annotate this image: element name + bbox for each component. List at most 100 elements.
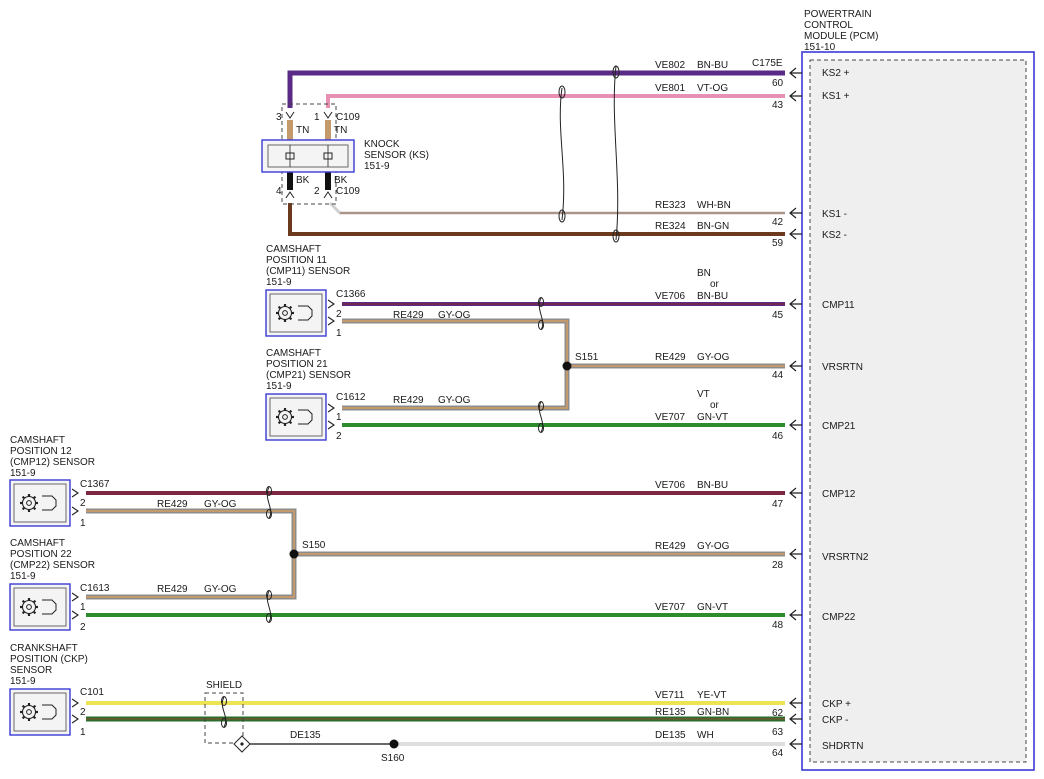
wire-label-ve707a-circuit: VE707 xyxy=(655,412,685,423)
wire-label-re429-cmp12-circuit: RE429 xyxy=(157,499,188,510)
wire-label-re429-cmp11-color: GY-OG xyxy=(438,310,471,321)
pcm-pin-number-63: 63 xyxy=(772,727,784,738)
ckp-title-1: CRANKSHAFT xyxy=(10,643,78,654)
wire-label-re429-cmp22-circuit: RE429 xyxy=(157,584,188,595)
cmp22-sensor: CAMSHAFT POSITION 22 (CMP22) SENSOR 151-… xyxy=(9,538,110,633)
knock-sensor-pin-2: 2 xyxy=(314,186,320,197)
ckp-group: SHIELD S160 VE711 YE-VT RE135 GN-BN DE13… xyxy=(9,643,785,764)
wire-label-re429-cmp22-color: GY-OG xyxy=(204,584,237,595)
cmp22-title-1: CAMSHAFT xyxy=(10,538,65,549)
knock-sensor-pin-3: 3 xyxy=(276,112,282,123)
pcm-pin-number-28: 28 xyxy=(772,560,784,571)
cmp21-body xyxy=(265,393,327,441)
pcm-pin-number-64: 64 xyxy=(772,748,784,759)
cmp21-title-1: CAMSHAFT xyxy=(266,348,321,359)
pcm-pin-ks1-minus: KS1 - xyxy=(822,209,847,220)
wire-re429-cmp22 xyxy=(86,554,297,600)
cmp21-pin-b: 2 xyxy=(336,431,342,442)
wire-label-re429-s150-circuit: RE429 xyxy=(655,541,686,552)
shield-box xyxy=(204,692,244,744)
ckp-pin-a: 2 xyxy=(80,707,86,718)
wire-label-ve802-circuit: VE802 xyxy=(655,60,685,71)
wire-label-ve707a-color: GN-VT xyxy=(697,412,728,423)
cmp12-title-3: (CMP12) SENSOR xyxy=(10,457,95,468)
cmp11-title-4: 151-9 xyxy=(266,277,292,288)
wire-label-ve707a-alt-1: VT xyxy=(697,389,710,400)
cmp11-connector-label: C1366 xyxy=(336,289,366,300)
wire-label-re324-circuit: RE324 xyxy=(655,221,686,232)
knock-sensor-pin-1: 1 xyxy=(314,112,320,123)
wire-label-ve802-color: BN-BU xyxy=(697,60,728,71)
wire-label-de135-color: WH xyxy=(697,730,714,741)
ckp-title-3: SENSOR xyxy=(10,665,52,676)
wire-re324 xyxy=(288,203,785,236)
pcm-title-line-4: 151-10 xyxy=(804,42,836,53)
knock-sensor-pin-4: 4 xyxy=(276,186,282,197)
pcm-pin-number-42: 42 xyxy=(772,217,784,228)
pcm-pin-ckp-minus: CKP - xyxy=(822,715,849,726)
wire-ve801 xyxy=(326,94,785,108)
cmp11-title-3: (CMP11) SENSOR xyxy=(266,266,350,277)
cmp11-body xyxy=(265,289,327,337)
pcm-module-inner xyxy=(809,59,1027,763)
knock-sensor-color-bk-2: BK xyxy=(334,175,348,186)
pcm-pin-number-43: 43 xyxy=(772,100,784,111)
pcm-title-line-2: CONTROL xyxy=(804,20,853,31)
wire-label-re135-color: GN-BN xyxy=(697,707,729,718)
cmp12-pin-b: 1 xyxy=(80,518,86,529)
twist-marker-a xyxy=(559,87,565,221)
cmp21-title-4: 151-9 xyxy=(266,381,292,392)
wire-ve802 xyxy=(287,70,785,108)
pcm-pin-vrsrtn2: VRSRTN2 xyxy=(822,552,869,563)
pcm-pin-number-59: 59 xyxy=(772,238,784,249)
wire-label-re429-cmp21-color: GY-OG xyxy=(438,395,471,406)
pcm-pin-cmp12: CMP12 xyxy=(822,489,856,500)
pcm-pin-number-48: 48 xyxy=(772,620,784,631)
cmp11-pin-b: 1 xyxy=(336,328,342,339)
pcm-pin-number-44: 44 xyxy=(772,370,784,381)
pcm-pin-number-47: 47 xyxy=(772,499,784,510)
splice-s150-label: S150 xyxy=(302,540,326,551)
wire-label-ve706a-circuit: VE706 xyxy=(655,291,685,302)
knock-sensor-connector-label: C109 xyxy=(336,112,360,123)
wire-label-re429-cmp21-circuit: RE429 xyxy=(393,395,424,406)
cmp11-title-1: CAMSHAFT xyxy=(266,244,321,255)
cmp11-pin-a: 2 xyxy=(336,309,342,320)
cmp21-pin-a: 1 xyxy=(336,412,342,423)
cmp22-pin-b: 2 xyxy=(80,622,86,633)
wire-label-re135-circuit: RE135 xyxy=(655,707,686,718)
ckp-title-4: 151-9 xyxy=(10,676,36,687)
twist-marker-b xyxy=(613,65,619,241)
wire-label-ve706a-color: BN-BU xyxy=(697,291,728,302)
knock-sensor-color-bk-1: BK xyxy=(296,175,310,186)
cmp22-connector-label: C1613 xyxy=(80,583,110,594)
cmp11-cmp21-group: S151 BN or VE706 BN-BU RE429 GY-OG RE429… xyxy=(265,244,785,442)
knock-sensor-title-3: 151-9 xyxy=(364,161,390,172)
wire-label-ve706b-circuit: VE706 xyxy=(655,480,685,491)
pcm-terminal-arrows xyxy=(789,67,802,750)
cmp22-title-3: (CMP22) SENSOR xyxy=(10,560,95,571)
shield-label: SHIELD xyxy=(206,680,242,691)
wire-label-ve707b-circuit: VE707 xyxy=(655,602,685,613)
wire-label-ve801-circuit: VE801 xyxy=(655,83,685,94)
pcm-title-line-1: POWERTRAIN xyxy=(804,9,872,20)
knock-sensor: VE802 BN-BU VE801 VT-OG RE323 WH-BN RE32… xyxy=(261,60,785,243)
cmp12-pin-a: 2 xyxy=(80,498,86,509)
splice-s151-label: S151 xyxy=(575,352,599,363)
wire-re429-cmp11 xyxy=(342,318,570,366)
wire-label-ve706b-color: BN-BU xyxy=(697,480,728,491)
splice-s160 xyxy=(389,739,399,749)
knock-sensor-color-tn-2: TN xyxy=(334,125,347,136)
cmp12-title-4: 151-9 xyxy=(10,468,36,479)
cmp21-title-3: (CMP21) SENSOR xyxy=(266,370,351,381)
wire-label-ve801-color: VT-OG xyxy=(697,83,728,94)
knock-sensor-title-2: SENSOR (KS) xyxy=(364,150,429,161)
cmp21-connector-label: C1612 xyxy=(336,392,366,403)
wire-label-re323-color: WH-BN xyxy=(697,200,731,211)
wire-label-ve707a-alt-2: or xyxy=(710,400,720,411)
splice-s151 xyxy=(562,361,572,371)
pcm-pin-number-62: 62 xyxy=(772,708,784,719)
splice-s160-label: S160 xyxy=(381,753,405,764)
pcm-pin-cmp21: CMP21 xyxy=(822,421,856,432)
